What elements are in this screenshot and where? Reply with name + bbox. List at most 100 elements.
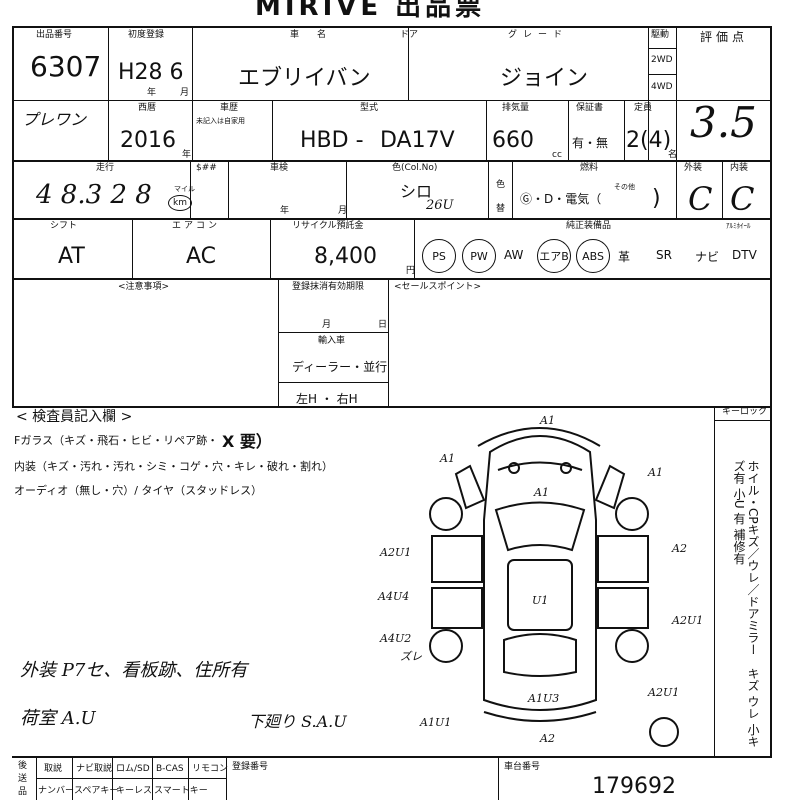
mark-3: A1 [533, 486, 549, 499]
equipment-0: PS [422, 239, 456, 273]
reg-expire-label: 登録抹消有効期限 [292, 282, 365, 292]
cc-label: cc [552, 150, 562, 160]
fuel-value: Ⓖ・D・電気（ [520, 192, 602, 206]
mile-unit: マイル [174, 185, 195, 193]
warranty-label: 保証書 [576, 103, 604, 113]
mark-10: A4U2 [379, 632, 411, 645]
first-reg-value: H28 6 [118, 60, 184, 85]
car-name-label: 車名 [290, 30, 345, 40]
car-name-value: エブリイバン [238, 66, 371, 91]
cell-rom: ロム/SD [116, 764, 150, 774]
interior-label: 内装 [730, 163, 749, 173]
capacity-unit: 名 [668, 150, 678, 160]
interior-grade: C [730, 180, 755, 218]
mileage-value: 4 8.3 2 8 [36, 180, 152, 210]
mileage-label: 走行 [96, 163, 115, 173]
mark-11: ズレ [400, 650, 422, 663]
first-reg-year: 年 [147, 88, 157, 98]
import-option: ディーラー・並行 [292, 360, 388, 374]
shaken-history-label: 車歴 [220, 103, 239, 113]
reg-month-label: 月 [322, 320, 332, 330]
gae-label: 替 [496, 204, 506, 214]
mark-12: A2U1 [647, 686, 679, 699]
bottom-char-2: 送 [18, 774, 28, 784]
km-unit-circled: km [168, 195, 192, 211]
exterior-label: 外装 [684, 163, 703, 173]
side-vertical-text: ホイル・CPキズ／ウレ／ドアミラー キズ ウレ 小キズ有 小U 有 補修有 [732, 460, 760, 748]
equipment-3: エアB [537, 239, 571, 273]
rating-value: 3.5 [690, 98, 757, 147]
inspector-heading: < 検査員記入欄 > [16, 409, 133, 425]
mark-2: A1 [439, 452, 455, 465]
reg-day-label: 日 [378, 320, 388, 330]
aircon-value: AC [186, 244, 217, 269]
color-no: 26U [426, 198, 454, 213]
notes-label: <注意事項> [118, 282, 170, 292]
cell-manual: 取説 [44, 764, 63, 774]
page-title: MIRIVE 出品票 [255, 0, 486, 22]
equipment-1: PW [462, 239, 496, 273]
shaken-month: 月 [338, 206, 348, 216]
audio-line: オーディオ（無し・穴）/ タイヤ（スタッドレス） [14, 484, 263, 497]
seireki-year: 年 [182, 150, 192, 160]
displacement-value: 660 [492, 128, 534, 153]
lot-no-label: 出品番号 [36, 30, 73, 40]
chassis-no-label: 車台番号 [504, 762, 541, 772]
model-value: DA17V [380, 128, 455, 153]
registration-no-label: 登録番号 [232, 762, 269, 772]
shaken-history-note: 未記入は自家用 [196, 117, 245, 125]
fuel-close-paren: ) [652, 186, 661, 211]
warranty-value: 有・無 [572, 136, 609, 150]
model-prefix: HBD - [300, 128, 364, 153]
seireki-value: 2016 [120, 128, 176, 153]
cell-number: ナンバー [38, 786, 75, 796]
grade-label: グレード [508, 30, 569, 40]
mark-13: A1U1 [419, 716, 451, 729]
chassis-no-value: 179692 [592, 774, 676, 799]
prefix-handwritten: プレワン [22, 110, 87, 129]
key-lock-label: キーロック [722, 407, 768, 417]
cell-spare-key: スペアキー [74, 786, 119, 796]
equipment-7: ナビ [695, 250, 720, 264]
capacity-value: 2(4) [626, 128, 672, 153]
equipment-4: ABS [576, 239, 610, 273]
drive-label: 駆動 [651, 30, 670, 40]
grade-value: ジョイン [500, 66, 589, 91]
mark-14: A1U3 [527, 692, 559, 705]
drive-4wd: 4WD [651, 82, 673, 92]
shaken-label: 車検 [270, 163, 289, 173]
bottom-char-1: 後 [18, 761, 28, 771]
cell-nav-manual: ナビ取説 [76, 764, 113, 774]
cell-keyless: キーレス [116, 786, 153, 796]
bottom-char-3: 品 [18, 787, 28, 797]
first-reg-label: 初度登録 [128, 30, 165, 40]
displacement-label: 排気量 [502, 103, 530, 113]
equipment-2: AW [504, 248, 524, 262]
handwritten-note-cargo: 荷室 A.U [20, 708, 96, 729]
mark-5: A2U1 [379, 546, 411, 559]
handle-option: 左H ・ 右H [296, 392, 358, 406]
drive-2wd: 2WD [651, 55, 673, 65]
handwritten-note-exterior: 外装 P7セ、看板跡、住所有 [20, 660, 248, 681]
mark-6: A2 [671, 542, 687, 555]
mark-7: A4U4 [377, 590, 409, 603]
equipment-label: 純正装備品 [566, 221, 612, 231]
mark-1: A1 [539, 414, 555, 427]
equipment-5: 革 [618, 250, 631, 264]
rating-label: 評価点 [700, 30, 749, 44]
lot-no-value: 6307 [30, 50, 102, 83]
exterior-grade: C [688, 180, 713, 218]
sales-point-label: <セールスポイント> [394, 282, 482, 292]
fuel-label: 燃料 [580, 163, 599, 173]
mark-4: A1 [647, 466, 663, 479]
door-label: ドア [400, 30, 419, 40]
recycle-value: 8,400 [314, 244, 377, 269]
import-label: 輸入車 [318, 336, 346, 346]
color-label: 色(Col.No) [392, 163, 438, 173]
shaken-year: 年 [280, 206, 290, 216]
equipment-8: DTV [732, 248, 757, 262]
cell-smart-key: スマートキー [154, 786, 208, 796]
shift-label: シフト [50, 221, 78, 231]
glass-line: Fガラス（キズ・飛石・ヒビ・リペア跡・ [14, 434, 219, 447]
